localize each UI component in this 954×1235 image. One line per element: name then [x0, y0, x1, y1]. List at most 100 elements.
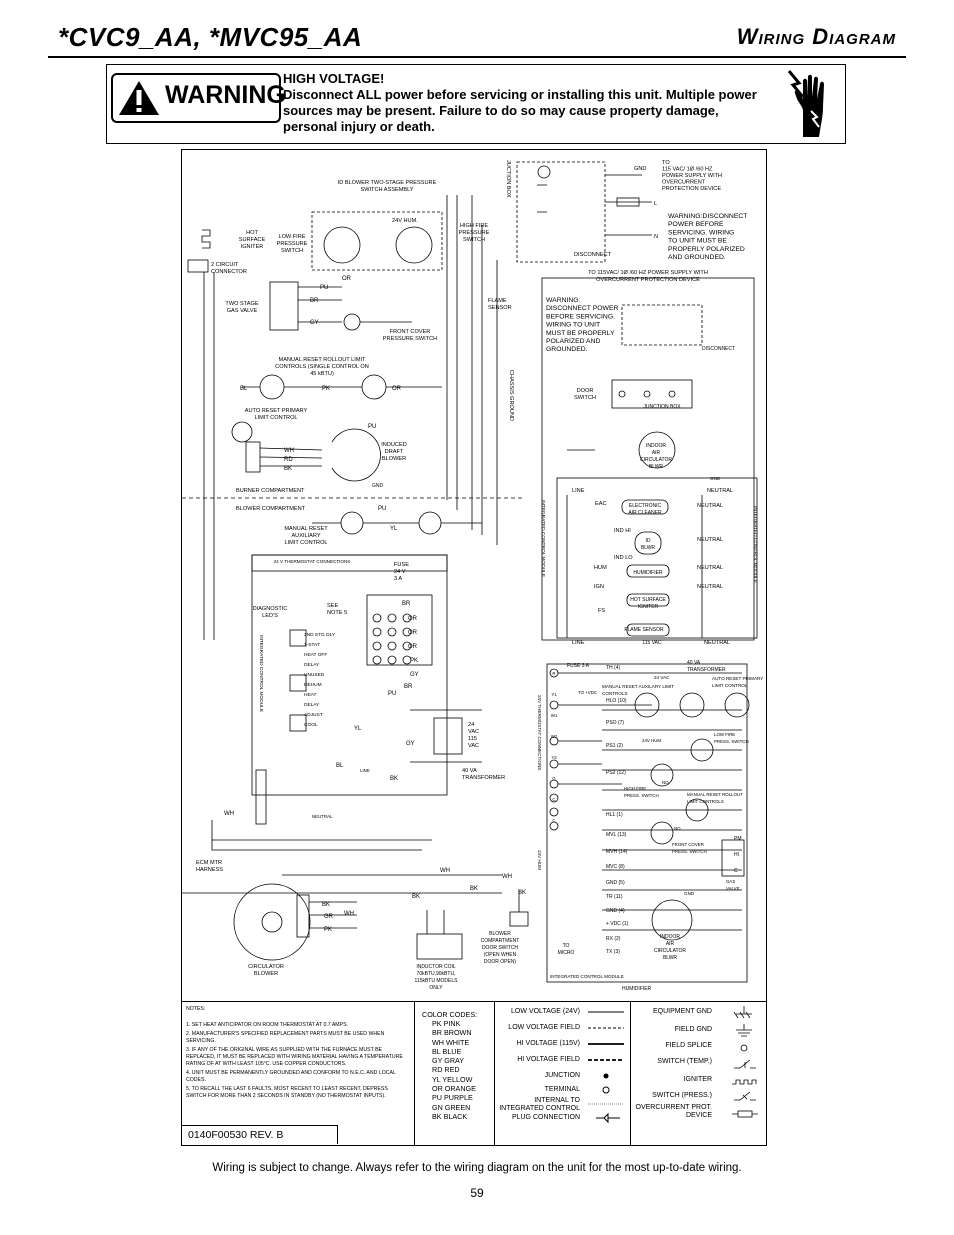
high-fire-ps-label: SWITCH: [463, 237, 485, 243]
equipment-gnd-icon: [733, 1006, 752, 1019]
chassis-ground-label: CHASSIS GROUND: [508, 370, 514, 421]
indoor-air-circ-label: BLWR: [649, 464, 663, 470]
warning-right-label: DISCONNECT POWER: [546, 305, 618, 312]
wire-tag-label: BL: [336, 763, 344, 769]
note-item: 1. SET HEAT ANTICIPATOR ON ROOM THERMOST…: [186, 1022, 348, 1028]
aux-limit-r-label: MANUAL RESET AUXILARY LIMIT: [602, 684, 674, 689]
field-gnd-icon: [736, 1024, 752, 1037]
hot-surface-ign2-label: HOT SURFACE: [630, 597, 666, 603]
inductor-coil-label: ONLY: [429, 985, 443, 991]
page-header: *CVC9_AA, *MVC95_AA Wiring Diagram: [48, 22, 906, 58]
hum-24v-r-label: 24V HUM.: [642, 738, 662, 743]
ps2-label: PS2 (12): [606, 770, 626, 776]
terminal-label: W2: [551, 734, 558, 739]
inductor-coil-label: INDUCTOR COIL: [416, 964, 456, 970]
revision-label: 0140F00530 REV. B: [182, 1125, 338, 1144]
legend-low-voltage: LOW VOLTAGE (24V): [511, 1008, 580, 1015]
warning-text: HIGH VOLTAGE! Disconnect ALL power befor…: [283, 71, 763, 135]
rx2-label: RX (2): [606, 936, 621, 942]
manual-reset-aux-label: MANUAL RESET: [284, 526, 328, 532]
icm-bottom-label: INTEGRATED CONTROL MODULE: [550, 974, 624, 979]
diagnostic-leds-label: DIAGNOSTIC: [253, 606, 288, 612]
front-cover-r-label: FRONT COVER: [672, 842, 704, 847]
wire-tag-label: WH: [284, 448, 294, 454]
wire-tag-label: OR: [408, 630, 418, 636]
vac-24-label: 24 VAC: [654, 675, 670, 680]
neutral-3-label: NEUTRAL: [697, 537, 723, 543]
id-blwr-label: ID: [646, 538, 651, 544]
40va-right-label: 40 VA: [687, 660, 701, 666]
wire-tag-label: PK: [324, 927, 332, 933]
id-blwr-label: BLWR: [641, 545, 655, 551]
note-item: 3. IF ANY OF THE ORIGINAL WIRE AS SUPPLI…: [186, 1047, 403, 1067]
l-top-label: L: [654, 201, 657, 207]
manual-reset-aux-label: AUXILIARY: [291, 533, 320, 539]
note-item: 2. MANUFACTURER'S SPECIFIED REPLACEMENT …: [186, 1031, 385, 1044]
hl1-label: HL1 (1): [606, 812, 623, 818]
neutral-4-label: NEUTRAL: [697, 565, 723, 571]
ind-lo-label: IND LO: [614, 555, 633, 561]
wire-tag-label: BK: [322, 902, 330, 908]
manual-reset-aux-label: LIMIT CONTROL: [284, 540, 327, 546]
wire-tag-label: BK: [518, 890, 526, 896]
no-2-label: NO: [674, 826, 681, 831]
legend-field-splice: FIELD SPLICE: [665, 1042, 712, 1049]
auto-primary-r-label: LIMIT CONTROL: [712, 683, 748, 688]
high-fire-ps-label: HIGH FIRE: [460, 223, 489, 229]
wire-tag-label: GY: [310, 320, 319, 326]
icm-vertical-left-label: INTEGRATED CONTROL MODULE: [258, 635, 264, 712]
terminal-label: Y2: [551, 755, 557, 760]
warning-disconnect-top-label: POWER BEFORE: [668, 221, 724, 228]
two-circuit-conn-label: 2 CIRCUIT: [211, 262, 239, 268]
gnd-3-label: GND: [710, 476, 721, 481]
dip-switch-label: DELAY: [304, 702, 320, 708]
supply-top-label: TO: [662, 160, 670, 166]
transformer-v-label: 115: [468, 736, 477, 742]
legend-line-samples: [588, 1011, 624, 1124]
ecm-harness-label: ECM MTR: [196, 860, 222, 866]
flame-sensor-label: SENSOR: [488, 305, 512, 311]
humidifier-label: HUMIDIFIER: [633, 570, 663, 576]
auto-reset-primary-label: LIMIT CONTROL: [254, 415, 297, 421]
warning-badge: WARNING: [111, 73, 286, 123]
transformer-v-label: VAC: [468, 729, 479, 735]
wire-tag-label: YL: [390, 526, 398, 532]
indoor-air-circ-label: INDOOR: [646, 443, 666, 449]
c-gas-label: C: [734, 868, 738, 874]
front-cover-ps-label: PRESSURE SWITCH: [383, 336, 437, 342]
indoor-air-circ-2-label: CIRCULATOR: [654, 948, 686, 954]
gnd4-label: GND (4): [606, 908, 625, 914]
neutral-1-label: NEUTRAL: [707, 488, 733, 494]
notes-title: NOTES:: [186, 1006, 206, 1012]
blower-door-switch-label: BLOWER: [489, 931, 511, 937]
dip-switch-label: DELAY: [304, 662, 320, 668]
inductor-coil-label: 115kBTU MODELS: [415, 978, 459, 984]
color-codes-list: PK PINK BR BROWN WH WHITE BL BLUE GY GRA…: [432, 1019, 476, 1121]
mvc-label: MVC (8): [606, 864, 625, 870]
electronic-air-cleaner-label: ELECTRONIC: [629, 503, 662, 509]
wire-tag-label: BK: [390, 776, 398, 782]
terminal-label: W1: [551, 713, 558, 718]
to-vdc-label: TO +VDC: [578, 690, 597, 695]
ps1-label: PS1 (2): [606, 743, 623, 749]
legend-field-gnd: FIELD GND: [674, 1026, 712, 1033]
fs-label: FS: [598, 608, 605, 614]
to-micro-label: TO: [563, 943, 570, 949]
blower-door-switch-label: DOOR OPEN): [484, 959, 517, 965]
high-fire-ps-label: PRESSURE: [459, 230, 490, 236]
front-cover-ps-label: FRONT COVER: [390, 329, 431, 335]
warning-right-label: WIRING TO UNIT: [546, 322, 600, 329]
ind-hi-label: IND HI: [614, 528, 631, 534]
legend-low-voltage-field: LOW VOLTAGE FIELD: [508, 1024, 580, 1031]
induced-draft-blower-label: DRAFT: [385, 449, 404, 455]
gas-valve-r-label: VALVE: [726, 886, 740, 891]
wire-tag-label: WH: [224, 811, 234, 817]
wire-tag-label: GY: [410, 672, 419, 678]
terminal-label: Y1: [551, 692, 557, 697]
low-fire-ps-label: PRESSURE: [277, 241, 308, 247]
supply-right-label: OVERCURRENT PROTECTION DEVICE: [596, 277, 700, 283]
n-top-label: N: [654, 234, 658, 240]
eac-label: EAC: [595, 501, 607, 507]
